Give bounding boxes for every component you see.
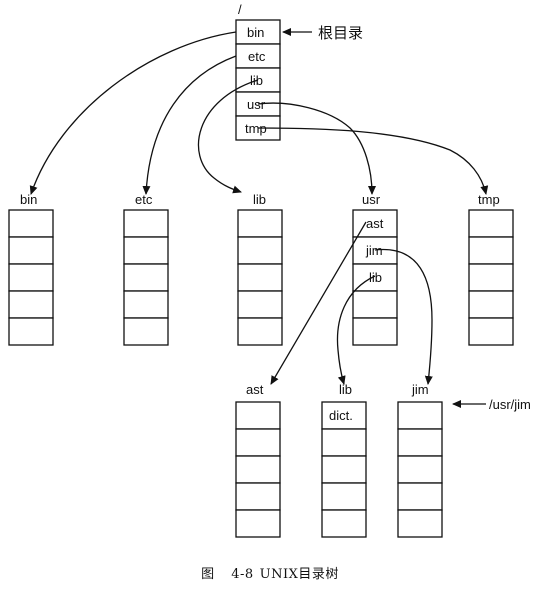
edge-root-usr bbox=[257, 102, 376, 195]
dir-jim-cell bbox=[397, 455, 443, 484]
dir-tmp-cell bbox=[468, 209, 514, 238]
dir-etc-cell bbox=[123, 290, 169, 319]
dir-tmp: tmp bbox=[468, 192, 514, 346]
dir-lib-cell bbox=[237, 209, 283, 238]
dir-tmp-title: tmp bbox=[478, 192, 500, 207]
dir-lib-cell bbox=[237, 317, 283, 346]
caption-label: 图 bbox=[201, 567, 215, 582]
dir-jim-cell bbox=[397, 482, 443, 511]
dir-usr-title: usr bbox=[362, 192, 381, 207]
dir-ast-cell bbox=[235, 428, 281, 457]
dir-bin-title: bin bbox=[20, 192, 37, 207]
dir-lib: lib bbox=[237, 192, 283, 346]
dir-usr-lib-cell bbox=[321, 509, 367, 538]
edge-root-etc bbox=[142, 55, 237, 195]
dir-usr-lib-title: lib bbox=[339, 382, 352, 397]
caption-text: UNIX目录树 bbox=[259, 567, 339, 582]
dir-etc: etc bbox=[123, 192, 169, 346]
dir-etc-cell bbox=[123, 317, 169, 346]
dir-jim-cell bbox=[397, 401, 443, 430]
root-annotation-label: 根目录 bbox=[318, 24, 363, 42]
dir-jim-cell bbox=[397, 509, 443, 538]
edge-root-bin bbox=[29, 31, 237, 195]
dir-usr-lib: lib dict. bbox=[321, 382, 367, 538]
dir-lib-title: lib bbox=[253, 192, 266, 207]
dir-tmp-cell bbox=[468, 236, 514, 265]
dir-ast-cell bbox=[235, 509, 281, 538]
root-entry-bin: bin bbox=[247, 25, 264, 40]
dir-bin: bin bbox=[8, 192, 54, 346]
edge-usr-lib bbox=[336, 275, 376, 385]
dir-usr-entry-jim: jim bbox=[365, 243, 383, 258]
dir-usr-lib-cell bbox=[321, 482, 367, 511]
edge-root-lib bbox=[197, 79, 259, 194]
dir-etc-cell bbox=[123, 263, 169, 292]
caption-number: 4-8 bbox=[231, 567, 254, 582]
root-entry-tmp: tmp bbox=[245, 121, 267, 136]
dir-etc-title: etc bbox=[135, 192, 153, 207]
dir-jim: jim /usr/jim bbox=[397, 382, 531, 538]
dir-bin-cell bbox=[8, 263, 54, 292]
dir-bin-cell bbox=[8, 317, 54, 346]
dir-lib-cell bbox=[237, 263, 283, 292]
dir-usr: usr ast jim lib bbox=[352, 192, 398, 346]
root-directory: / bin etc lib usr tmp 根目录 bbox=[235, 2, 363, 141]
root-title: / bbox=[238, 2, 242, 17]
dir-lib-cell bbox=[237, 236, 283, 265]
edge-usr-jim bbox=[374, 248, 433, 385]
dir-usr-cell bbox=[352, 317, 398, 346]
dir-tmp-cell bbox=[468, 317, 514, 346]
dir-lib-cell bbox=[237, 290, 283, 319]
dir-ast: ast bbox=[235, 382, 281, 538]
dir-ast-cell bbox=[235, 482, 281, 511]
root-entry-usr: usr bbox=[247, 97, 266, 112]
dir-bin-cell bbox=[8, 290, 54, 319]
edge-usr-ast bbox=[270, 221, 367, 385]
dir-tmp-cell bbox=[468, 263, 514, 292]
dir-tmp-cell bbox=[468, 290, 514, 319]
dir-bin-cell bbox=[8, 209, 54, 238]
dir-ast-title: ast bbox=[246, 382, 264, 397]
dir-bin-cell bbox=[8, 236, 54, 265]
dir-usr-entry-lib: lib bbox=[369, 270, 382, 285]
dir-etc-cell bbox=[123, 236, 169, 265]
dir-ast-cell bbox=[235, 401, 281, 430]
edge-root-tmp bbox=[257, 127, 489, 195]
dir-etc-cell bbox=[123, 209, 169, 238]
jim-annotation-label: /usr/jim bbox=[489, 397, 531, 412]
dir-usr-cell bbox=[352, 290, 398, 319]
dir-usr-lib-entry-dict: dict. bbox=[329, 408, 353, 423]
dir-jim-title: jim bbox=[411, 382, 429, 397]
root-entry-etc: etc bbox=[248, 49, 266, 64]
dir-usr-lib-cell bbox=[321, 455, 367, 484]
dir-usr-lib-cell bbox=[321, 428, 367, 457]
dir-jim-cell bbox=[397, 428, 443, 457]
dir-usr-entry-ast: ast bbox=[366, 216, 384, 231]
figure-caption: 图 4-8 UNIX目录树 bbox=[0, 563, 540, 582]
dir-ast-cell bbox=[235, 455, 281, 484]
